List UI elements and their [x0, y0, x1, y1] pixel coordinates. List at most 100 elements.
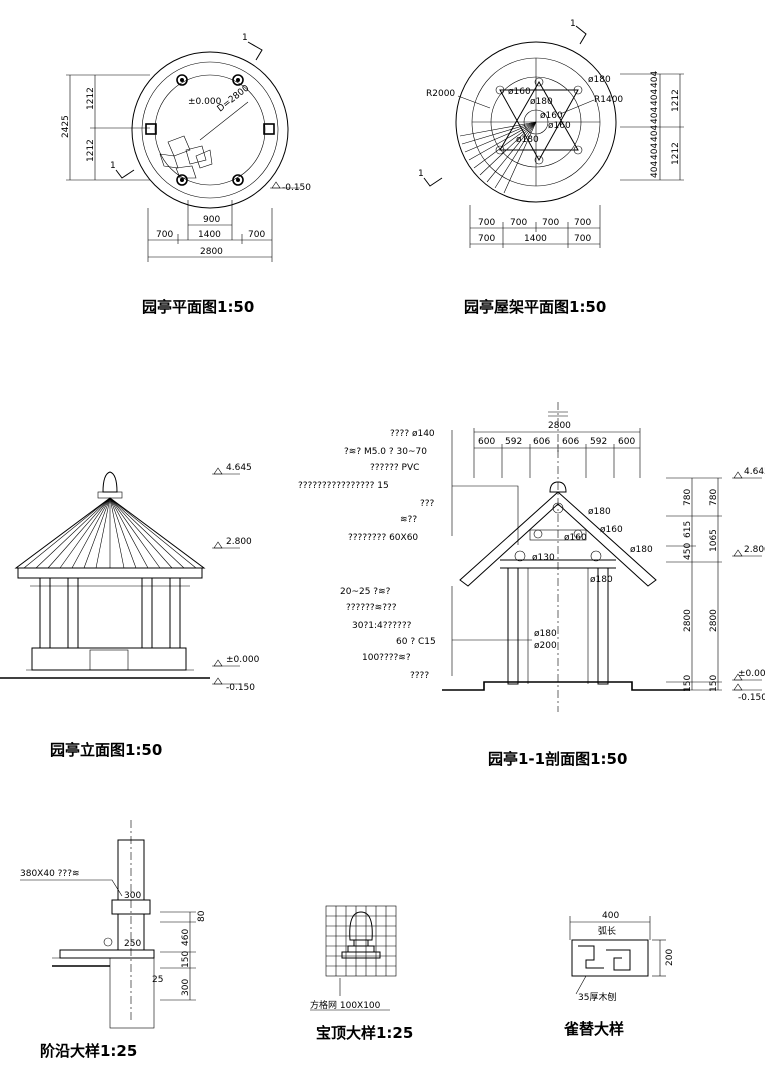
svg-text:ø180: ø180 [588, 75, 611, 85]
title-plan: 园亭平面图1:50 [142, 298, 254, 316]
svg-text:±0.000: ±0.000 [226, 655, 260, 665]
svg-text:弧长: 弧长 [598, 925, 616, 937]
svg-text:615: 615 [683, 521, 693, 538]
svg-text:???: ??? [420, 499, 435, 509]
svg-text:700: 700 [478, 218, 495, 228]
svg-text:700: 700 [156, 230, 173, 240]
pavilion-section: 2800 600 592 606 606 592 600 ???? ø140 ?… [298, 402, 765, 712]
svg-text:404: 404 [650, 161, 660, 178]
svg-text:400: 400 [602, 911, 619, 921]
svg-text:ø180: ø180 [516, 135, 539, 145]
svg-text:1212: 1212 [671, 89, 681, 112]
svg-text:35厚木刨: 35厚木刨 [578, 991, 616, 1003]
svg-text:ø200: ø200 [534, 641, 557, 651]
svg-text:≋??: ≋?? [400, 515, 417, 525]
svg-text:404: 404 [650, 143, 660, 160]
svg-text:600: 600 [478, 437, 495, 447]
svg-text:150: 150 [683, 675, 693, 692]
svg-text:??????≋???: ??????≋??? [346, 603, 397, 613]
svg-text:ø160: ø160 [564, 533, 587, 543]
svg-text:ø180: ø180 [588, 507, 611, 517]
svg-text:600: 600 [618, 437, 635, 447]
roof-radius-outer: R2000 [426, 89, 455, 99]
svg-text:ø180: ø180 [530, 97, 553, 107]
finial-detail: 方格网 100X100 [310, 905, 397, 1011]
svg-text:300: 300 [181, 979, 191, 996]
svg-text:4.645: 4.645 [226, 463, 252, 473]
svg-text:-0.150: -0.150 [226, 683, 255, 693]
plan-section-mark-bottom: 1 [110, 161, 116, 171]
title-bracket-detail: 雀替大样 [563, 1020, 624, 1038]
svg-text:ø180: ø180 [534, 629, 557, 639]
svg-text:1212: 1212 [86, 87, 96, 110]
plan-level-out: -0.150 [282, 183, 311, 193]
svg-text:1400: 1400 [198, 230, 221, 240]
svg-text:????: ???? [410, 671, 429, 681]
plan-left-dims: 1212 1212 2425 [61, 74, 150, 181]
svg-text:2800: 2800 [200, 247, 223, 257]
plan-section-mark-top: 1 [242, 33, 248, 43]
elevation-levels: 4.645 2.800 ±0.000 -0.150 [212, 463, 260, 693]
svg-text:1: 1 [570, 19, 576, 29]
plan-level: ±0.000 [188, 97, 222, 107]
title-section: 园亭1-1剖面图1:50 [488, 750, 627, 768]
section-levels: 4.645 2.800 ±0.000 -0.150 [732, 467, 765, 703]
svg-text:2.800: 2.800 [226, 537, 252, 547]
svg-text:404: 404 [650, 89, 660, 106]
svg-text:150: 150 [181, 951, 191, 968]
svg-text:700: 700 [542, 218, 559, 228]
svg-text:???????? 60X60: ???????? 60X60 [348, 533, 418, 543]
title-step-detail: 阶沿大样1:25 [40, 1042, 137, 1060]
svg-text:1212: 1212 [671, 142, 681, 165]
svg-text:60 ? C15: 60 ? C15 [396, 637, 436, 647]
svg-text:ø180: ø180 [630, 545, 653, 555]
bracket-detail: 400 弧长 200 35厚木刨 [569, 911, 675, 1003]
svg-text:780: 780 [683, 489, 693, 506]
svg-text:700: 700 [478, 234, 495, 244]
roof-radius-inner: R1400 [594, 95, 623, 105]
svg-text:780: 780 [709, 489, 719, 506]
svg-text:2800: 2800 [548, 421, 571, 431]
svg-text:700: 700 [248, 230, 265, 240]
svg-text:2800: 2800 [683, 609, 693, 632]
section-right-dims: 780 615 450 2800 150 780 1065 2800 150 [666, 477, 722, 692]
roof-right-dims: 404 404 404 404 404 404 1212 1212 [620, 71, 684, 181]
svg-text:404: 404 [650, 71, 660, 88]
roof-rafters [459, 121, 537, 194]
section-notes-lower: 20~25 ?≋? ??????≋??? 30?1:4?????? 60 ? C… [340, 586, 532, 681]
svg-text:方格网 100X100: 方格网 100X100 [310, 999, 381, 1011]
svg-text:100????≋?: 100????≋? [362, 653, 411, 663]
pavilion-elevation: 4.645 2.800 ±0.000 -0.150 [0, 463, 260, 693]
svg-text:2425: 2425 [61, 115, 71, 138]
title-finial-detail: 宝顶大样1:25 [316, 1024, 413, 1042]
section-top-dims: 2800 600 592 606 606 592 600 [473, 421, 641, 478]
title-roof-plan: 园亭屋架平面图1:50 [464, 298, 606, 316]
svg-text:300: 300 [124, 891, 141, 901]
svg-text:700: 700 [574, 218, 591, 228]
svg-text:1400: 1400 [524, 234, 547, 244]
svg-text:?≋? M5.0 ? 30~70: ?≋? M5.0 ? 30~70 [344, 447, 427, 457]
svg-text:1212: 1212 [86, 139, 96, 162]
roof-nodes [495, 77, 583, 165]
svg-text:ø180: ø180 [590, 575, 613, 585]
pavilion-roof-plan: R2000 R1400 ø180 ø160 ø180 ø160 ø160 ø18… [418, 19, 684, 248]
svg-text:2800: 2800 [709, 609, 719, 632]
svg-text:30?1:4??????: 30?1:4?????? [352, 621, 412, 631]
svg-text:?????? PVC: ?????? PVC [370, 463, 419, 473]
svg-text:-0.150: -0.150 [738, 693, 765, 703]
svg-text:80: 80 [197, 910, 207, 922]
svg-text:ø160: ø160 [540, 111, 563, 121]
svg-text:150: 150 [709, 675, 719, 692]
svg-text:???? ø140: ???? ø140 [390, 429, 435, 439]
svg-text:606: 606 [533, 437, 550, 447]
svg-text:ø160: ø160 [548, 121, 571, 131]
svg-text:1: 1 [418, 169, 424, 179]
roof-bottom-dims: 700 700 700 700 700 1400 700 [469, 205, 601, 248]
svg-text:404: 404 [650, 107, 660, 124]
plan-bottom-dims: 900 700 1400 700 2800 [147, 200, 273, 262]
svg-text:450: 450 [683, 543, 693, 560]
svg-text:200: 200 [665, 949, 675, 966]
svg-text:ø160: ø160 [600, 525, 623, 535]
svg-text:1065: 1065 [709, 529, 719, 552]
step-edge-detail: 380X40 ???≋ 300 250 80 460 150 300 25 [20, 820, 207, 1029]
